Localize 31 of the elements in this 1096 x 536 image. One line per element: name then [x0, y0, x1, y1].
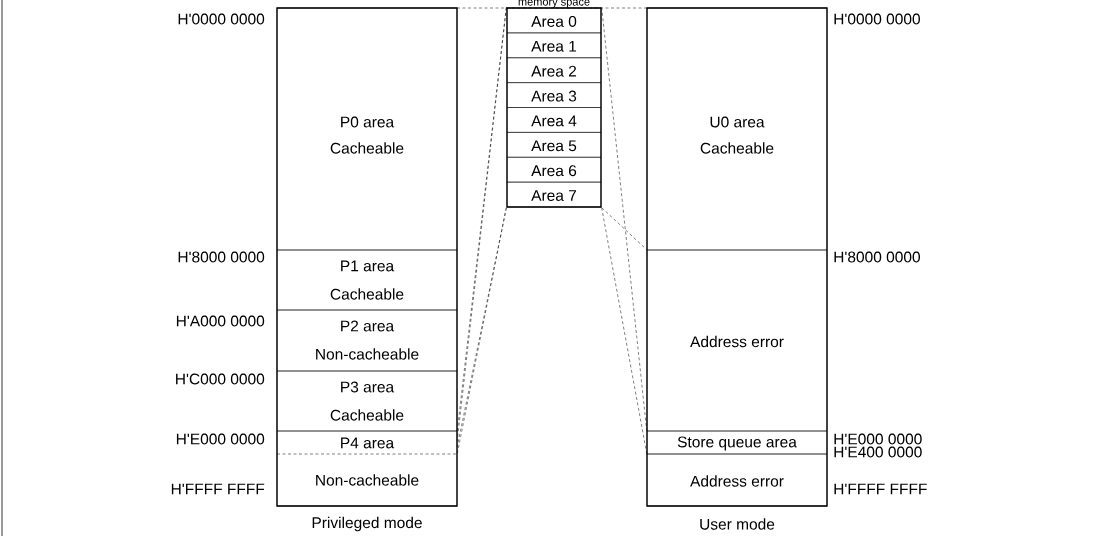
address-label: H'C000 0000: [176, 373, 265, 385]
node-label: U0 area: [710, 116, 765, 128]
memory-area-box: Address error: [646, 249, 828, 432]
area-row: Area 4: [506, 107, 602, 133]
node-label: Cacheable: [330, 142, 404, 154]
mapping-line: [601, 7, 647, 431]
memory-area-box: P3 area Cacheable: [276, 370, 458, 432]
address-label: H'E400 0000: [834, 446, 922, 458]
area-row: Area 5: [506, 132, 602, 158]
node-label: Cacheable: [700, 142, 774, 154]
area-row: Area 7: [506, 181, 602, 208]
address-label: H'8000 0000: [834, 251, 920, 263]
memory-area-box: Store queue area: [646, 430, 828, 455]
address-label: H'FFFF FFFF: [834, 483, 927, 495]
memory-area-box: P1 area Cacheable: [276, 249, 458, 311]
address-label: H'8000 0000: [178, 251, 265, 263]
area-row: Area 3: [506, 82, 602, 108]
area-row: Area 6: [506, 157, 602, 183]
node-label: P0 area: [341, 116, 395, 128]
area-row: Area 2: [506, 57, 602, 83]
address-label: H'E000 0000: [834, 433, 922, 445]
memory-area-box: Address error: [646, 453, 828, 507]
memory-area-box: P2 area Non-cacheable: [276, 309, 458, 372]
memory-area-box: P4 area Non-cacheable: [276, 430, 458, 507]
address-label: H'E000 0000: [176, 433, 265, 445]
mapping-line: [601, 207, 647, 250]
mapping-line: [601, 207, 647, 454]
area-row: Area 1: [506, 32, 602, 58]
area-row: Area 0: [506, 7, 602, 34]
address-label: H'A000 0000: [176, 315, 265, 327]
heading-text: memory space: [518, 0, 590, 8]
